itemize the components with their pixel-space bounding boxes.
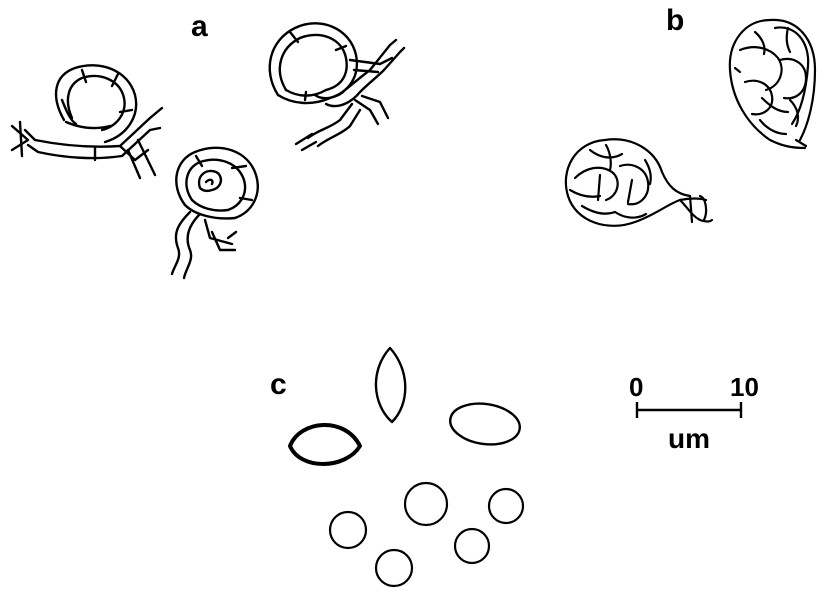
spore-fusiform — [376, 348, 405, 422]
spore-globose — [376, 550, 412, 586]
coiled-hypha-left — [12, 65, 162, 178]
scale-bar: 0 10 um — [629, 372, 759, 454]
scale-bar-start-label: 0 — [629, 372, 643, 402]
panel-label-c: c — [270, 368, 287, 401]
panel-label-a: a — [191, 10, 208, 43]
scale-bar-unit-label: um — [668, 423, 710, 454]
globose-body-upper — [730, 20, 815, 148]
spore-ellipsoid-right — [448, 399, 523, 448]
spore-globose — [489, 489, 523, 523]
spore-ellipsoid-thick — [290, 425, 360, 464]
spore-globose — [455, 529, 489, 563]
panel-label-b: b — [666, 4, 684, 37]
spore-globose — [405, 483, 447, 525]
coiled-hypha-right — [270, 23, 404, 150]
coiled-hypha-center — [172, 148, 258, 278]
scale-bar-end-label: 10 — [730, 372, 759, 402]
spore-globose — [330, 512, 366, 548]
spores — [290, 348, 523, 586]
globose-body-lower — [566, 139, 712, 225]
